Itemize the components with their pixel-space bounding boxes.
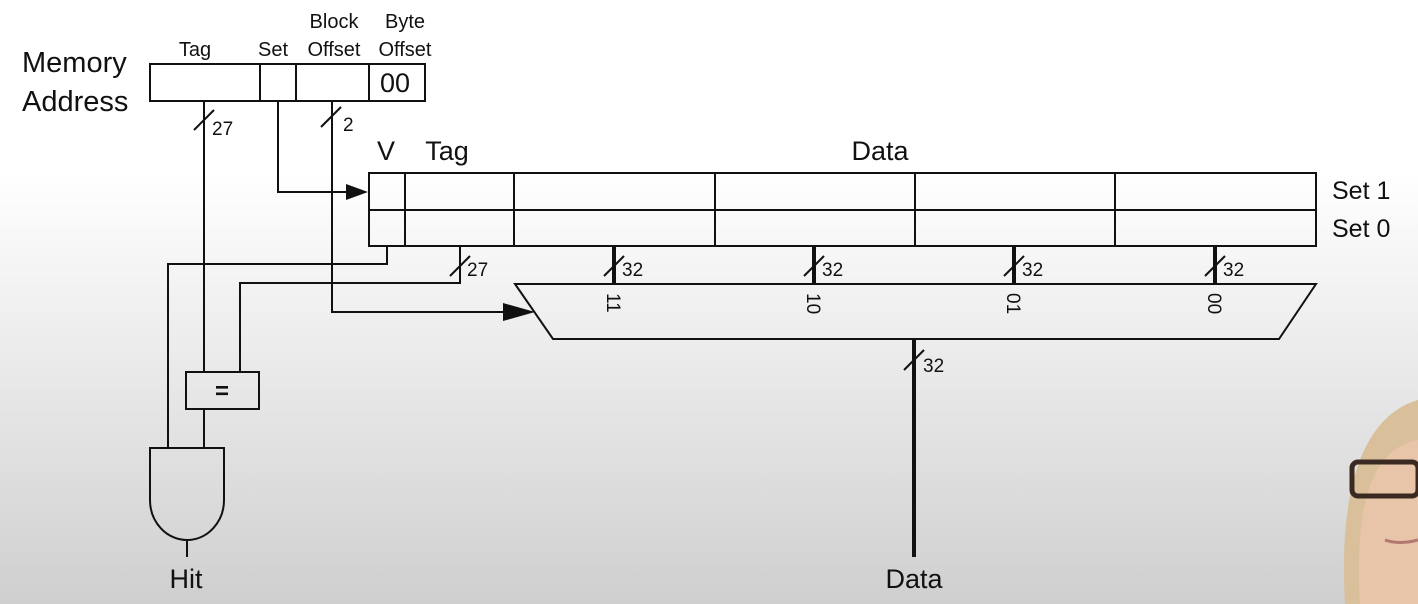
presenter-webcam bbox=[1343, 400, 1418, 604]
set-1-label: Set 1 bbox=[1332, 177, 1390, 205]
field-set-label: Set bbox=[258, 39, 288, 61]
set-0-label: Set 0 bbox=[1332, 215, 1390, 243]
set-wire bbox=[277, 101, 368, 200]
word-width-label: 32 bbox=[1022, 260, 1043, 281]
mux-input-10: 10 bbox=[802, 293, 823, 314]
word-bus-11 bbox=[603, 246, 625, 284]
block-offset-wire bbox=[320, 101, 535, 321]
mux-input-00: 00 bbox=[1203, 293, 1224, 314]
word-width-label: 32 bbox=[822, 260, 843, 281]
memory-label: Memory bbox=[22, 47, 127, 79]
byte-offset-value: 00 bbox=[380, 68, 410, 98]
field-block-offset-label: Offset bbox=[308, 39, 361, 61]
block-offset-width-label: 2 bbox=[343, 115, 354, 136]
hit-output-label: Hit bbox=[170, 564, 203, 594]
data-out-width-label: 32 bbox=[923, 356, 944, 377]
stored-tag-width-label: 27 bbox=[467, 260, 488, 281]
mux-input-11: 11 bbox=[602, 293, 623, 313]
word-bus-10 bbox=[803, 246, 825, 284]
word-width-label: 32 bbox=[622, 260, 643, 281]
cache-tag-header: Tag bbox=[425, 136, 469, 166]
stored-tag-wire bbox=[239, 246, 471, 372]
word-bus-00 bbox=[1204, 246, 1226, 284]
word-width-label: 32 bbox=[1223, 260, 1244, 281]
address-register bbox=[149, 63, 426, 102]
tag-wire bbox=[193, 101, 215, 372]
and-gate bbox=[149, 447, 225, 541]
data-out-bus bbox=[903, 339, 925, 557]
field-block-label: Block bbox=[310, 11, 360, 33]
field-byte-offset-label: Offset bbox=[379, 39, 432, 61]
data-output-label: Data bbox=[885, 564, 943, 594]
comparator bbox=[185, 371, 260, 410]
mux-input-01: 01 bbox=[1002, 293, 1023, 314]
cache-v-header: V bbox=[377, 136, 395, 166]
field-tag-label: Tag bbox=[179, 39, 211, 61]
address-label: Address bbox=[22, 86, 128, 118]
multiplexer bbox=[513, 283, 1318, 340]
valid-wire bbox=[167, 246, 388, 448]
cache-data-header: Data bbox=[851, 136, 909, 166]
word-bus-01 bbox=[1003, 246, 1025, 284]
cache-array bbox=[368, 172, 1317, 247]
comparator-symbol: = bbox=[215, 378, 229, 405]
field-byte-label: Byte bbox=[385, 11, 425, 33]
tag-width-label: 27 bbox=[212, 119, 233, 140]
